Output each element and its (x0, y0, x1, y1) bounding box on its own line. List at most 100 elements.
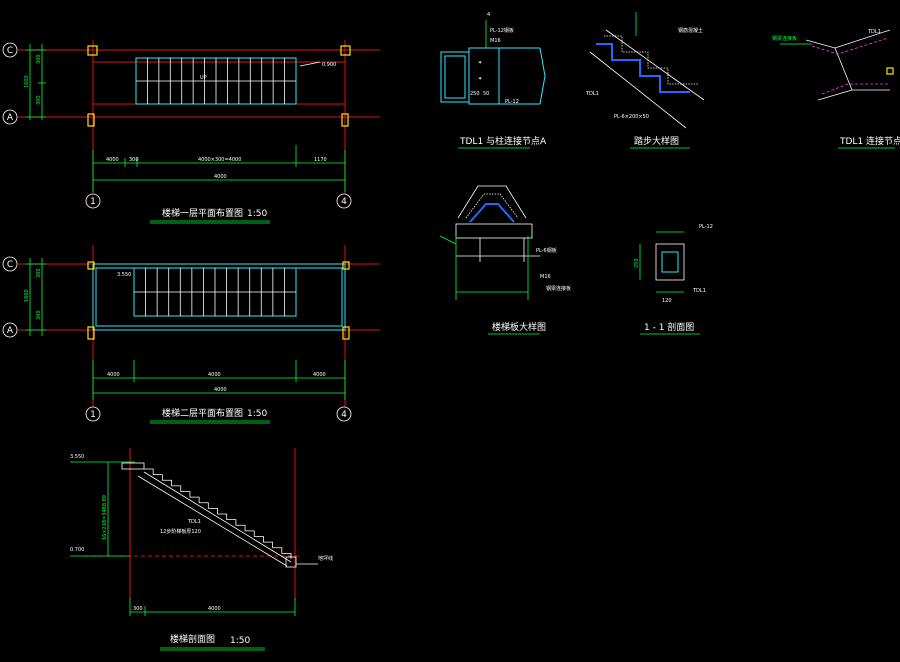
ground-label: 地坪线 (318, 555, 333, 562)
axis-label-4: 4 (341, 410, 347, 420)
detail-11-title: 1 - 1 剖面图 (644, 321, 694, 333)
dim-text: 4000 (214, 174, 227, 180)
detail-label: PL-12钢板 (490, 27, 514, 34)
column (87, 326, 95, 340)
detail-label: TDL1 (585, 91, 599, 97)
dim-text: 120 (662, 298, 672, 304)
up-label: UP (200, 75, 207, 81)
bot-elev: 0.700 (70, 547, 84, 553)
detail-stair-group: 钢筋混凝土 TDL1 PL-6×200×50 踏步大样图 (585, 12, 705, 149)
detail-label: M16 (540, 274, 551, 280)
dim-text: 4000 (106, 157, 119, 163)
plan2-title: 楼梯二层平面布置图 (162, 407, 243, 419)
stringer-line (143, 471, 292, 563)
axis-bubble-c (2, 256, 18, 272)
axis-label-1: 1 (90, 410, 96, 420)
beam-label: TDL1 (187, 519, 201, 525)
dim-text: 300 (36, 268, 42, 278)
step-profile (144, 468, 292, 559)
leader (439, 235, 457, 245)
dim-text: 4000 (208, 372, 221, 378)
detail-c-group: PL-6钢板 M16 钢梁连接板 楼梯板大样图 (439, 185, 571, 335)
bottom-support (285, 556, 297, 568)
section-group: 3.550 0.700 16×218=3488.89 地坪线 TDL1 12步阶… (70, 448, 333, 651)
detail-label: PL-12 (505, 99, 519, 105)
axis-bubble-1 (85, 193, 101, 209)
detail-a-group: ✦ ✦ PL-12钢板 M16 PL-12 250 50 4 TDL1 与柱连接… (440, 12, 547, 149)
dim-text: 300 (133, 606, 143, 612)
plan1-note: 0.900 (322, 62, 336, 68)
axis-label-a: A (7, 113, 14, 123)
column (87, 261, 95, 270)
steel-tread (596, 43, 690, 93)
dim-text: 300 (129, 157, 139, 163)
column (340, 45, 351, 56)
dim-text: 1170 (314, 157, 327, 163)
detail-label: PL-12 (699, 224, 713, 230)
column (342, 261, 350, 270)
axis-label-1: 1 (90, 197, 96, 207)
column (87, 45, 98, 56)
detail-label: PL-6×200×50 (614, 114, 649, 120)
plan2-elev: 3.550 (117, 272, 131, 278)
column (87, 113, 95, 127)
marker (886, 67, 894, 75)
detail-label: 钢梁连接板 (546, 285, 571, 292)
bolt-icon: ✦ (478, 60, 482, 66)
stringer-line (137, 475, 288, 567)
bolt-icon: ✦ (478, 76, 482, 82)
stair-steps (144, 468, 292, 559)
detail-b-group: 钢梁连接板 TDL1 TDL1 连接节点B (772, 29, 900, 149)
dim-text: 4000 (313, 372, 326, 378)
hood-outline (457, 185, 527, 219)
stringer-line (605, 29, 705, 101)
dim-text: 300 (36, 310, 42, 320)
axis-label-c: C (7, 46, 13, 56)
axis-label-a: A (7, 326, 14, 336)
detail-label: 250 (470, 91, 480, 97)
detail-label: PL-6钢板 (536, 247, 557, 254)
dim-text: 300 (36, 95, 42, 105)
axis-label-4: 4 (341, 197, 347, 207)
plan1-scale: 1:50 (247, 209, 267, 219)
leader (299, 61, 321, 67)
axis-bubble-4 (336, 406, 352, 422)
concrete-hatch (465, 193, 519, 219)
axis-bubble-4 (336, 193, 352, 209)
plan1-group: UP 0.900 1600 300 300 4000 300 4000×300=… (2, 40, 380, 224)
dim-text: 4000×300=4000 (198, 157, 241, 163)
column (342, 326, 350, 340)
axis-bubble-c (2, 42, 18, 58)
detail-stair-title: 踏步大样图 (634, 135, 679, 147)
weld-line (811, 37, 889, 55)
plan1-title: 楼梯一层平面布置图 (162, 207, 243, 219)
detail-label: 钢筋混凝土 (678, 27, 703, 34)
plan2-group: 3.550 1600 300 300 4000 4000 4000 4000 C… (2, 245, 380, 424)
vert-dim-text: 16×218=3488.89 (102, 495, 108, 540)
plate (468, 47, 500, 105)
axis-bubble-a (2, 109, 18, 125)
top-landing-beam (121, 462, 145, 470)
dim-text: 1600 (24, 75, 30, 88)
detail-c-title: 楼梯板大样图 (492, 321, 546, 333)
dim-text: 250 (634, 258, 640, 268)
detail-b-title: TDL1 连接节点B (839, 135, 900, 147)
beam-box (455, 223, 533, 239)
section-outline (655, 243, 685, 281)
step-note: 12步阶梯板厚120 (160, 528, 201, 535)
column (341, 113, 349, 127)
break-line (539, 47, 546, 77)
section-scale: 1:50 (230, 636, 250, 646)
break-line (539, 75, 546, 105)
section-title: 楼梯剖面图 (170, 633, 215, 645)
joint-line (834, 47, 853, 91)
detail-11-group: PL-12 TDL1 250 120 1 - 1 剖面图 (634, 224, 713, 335)
detail-label: 钢梁连接板 (772, 35, 797, 42)
axis-bubble-a (2, 322, 18, 338)
detail-label: 4 (487, 12, 490, 18)
floor-outline (92, 263, 346, 331)
stringer-line (589, 51, 687, 129)
steel-plate (469, 203, 515, 223)
